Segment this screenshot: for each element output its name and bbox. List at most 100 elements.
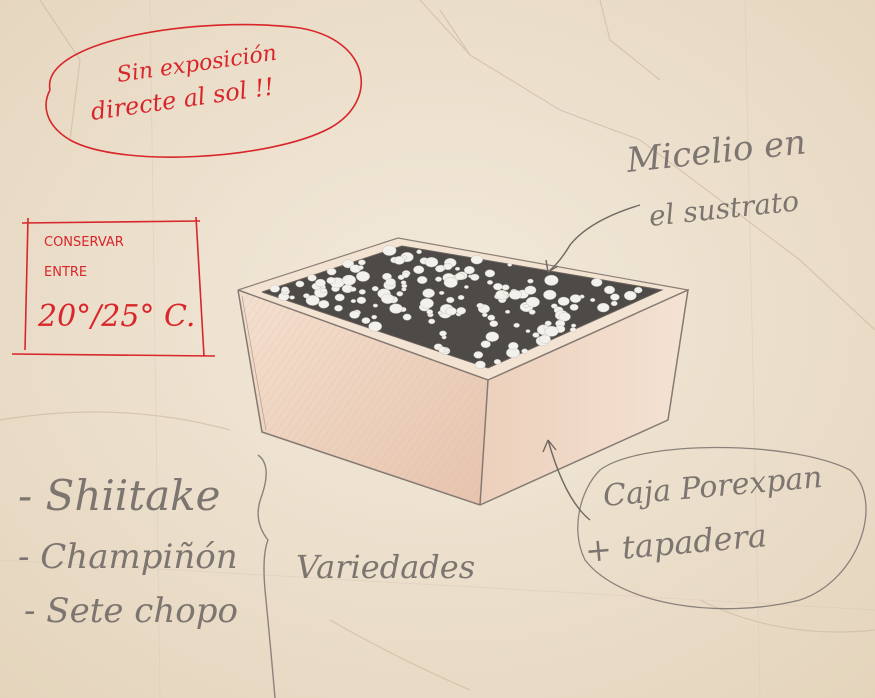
spawn-granule — [428, 318, 436, 325]
temperature-line1: CONSERVAR — [44, 235, 124, 250]
spawn-granule — [457, 295, 465, 301]
spawn-granule — [610, 293, 620, 301]
spawn-granule — [569, 327, 577, 333]
spawn-granule — [334, 304, 343, 312]
polystyrene-box — [237, 237, 689, 506]
spawn-granule — [532, 332, 540, 338]
spawn-granule — [371, 286, 379, 292]
spawn-granule — [419, 298, 434, 309]
spawn-granule — [501, 284, 510, 291]
spawn-granule — [528, 309, 536, 315]
spawn-granule — [371, 314, 378, 320]
spawn-granule — [591, 278, 603, 287]
spawn-granule — [481, 312, 488, 318]
spawn-granule — [402, 313, 412, 321]
spawn-granule — [400, 280, 407, 285]
spawn-granule — [356, 296, 367, 304]
spawn-granule — [521, 348, 529, 354]
spawn-granule — [487, 280, 494, 285]
spawn-granule — [269, 284, 280, 293]
spawn-granule — [456, 307, 467, 315]
spawn-granule — [597, 302, 610, 313]
variety-item: - Shiitake — [18, 471, 220, 520]
varieties-brace — [257, 454, 276, 698]
spawn-granule — [320, 287, 328, 294]
spawn-granule — [372, 303, 378, 308]
spawn-granule — [493, 359, 502, 365]
spawn-granule — [281, 286, 289, 293]
spawn-granule — [470, 255, 483, 265]
spawn-granule — [439, 290, 445, 295]
spawn-granule — [435, 265, 445, 273]
spawn-granule — [480, 340, 491, 349]
spawn-granule — [439, 330, 447, 337]
spawn-granule — [487, 314, 496, 321]
spawn-granule — [484, 269, 496, 278]
temperature-frame — [11, 216, 216, 357]
spawn-granule — [426, 309, 434, 315]
temperature-line2: ENTRE — [44, 265, 87, 280]
spawn-granule — [508, 342, 519, 351]
spawn-granule — [289, 295, 295, 300]
spawn-granule — [424, 257, 439, 268]
temperature-note: CONSERVAR ENTRE 20°/25° C. — [11, 216, 216, 357]
spawn-granule — [342, 259, 355, 269]
spawn-granule — [470, 273, 480, 281]
spawn-granule — [382, 245, 397, 256]
spawn-granule — [544, 274, 559, 286]
spawn-granule — [544, 325, 559, 337]
box-label-oval — [577, 446, 867, 610]
spawn-granule — [295, 280, 305, 288]
spawn-granule — [590, 298, 596, 303]
spawn-granule — [508, 289, 522, 300]
spawn-granule — [350, 299, 357, 304]
spawn-granule — [464, 285, 469, 289]
variety-item: - Champiñón — [18, 537, 238, 577]
spawn-granule — [513, 322, 520, 328]
spawn-granule — [463, 266, 475, 275]
spawn-granule — [476, 302, 484, 309]
spawn-granule — [356, 271, 370, 282]
spawn-granule — [569, 294, 582, 303]
spawn-granule — [503, 291, 509, 296]
spawn-granule — [558, 312, 571, 322]
spawn-granule — [342, 274, 357, 286]
spawn-granule — [396, 291, 404, 297]
spawn-granule — [624, 290, 637, 301]
spawn-granule — [350, 286, 357, 292]
spawn-granule — [389, 303, 403, 314]
variety-item: - Sete chopo — [24, 591, 238, 631]
spawn-granule — [349, 310, 360, 319]
spawn-granule — [435, 276, 442, 282]
spawn-granule — [523, 304, 529, 309]
spawn-granule — [368, 321, 383, 332]
spawn-granule — [539, 334, 551, 344]
mycelium-spawn-dots — [269, 245, 643, 369]
box-side-face — [480, 290, 688, 505]
spawn-granule — [361, 317, 371, 324]
mycelium-arrow — [547, 204, 641, 273]
spawn-granule — [507, 262, 513, 267]
spawn-granule — [485, 331, 499, 342]
spawn-granule — [525, 296, 540, 308]
spawn-granule — [334, 293, 345, 302]
spawn-granule — [314, 278, 326, 288]
spawn-granule — [527, 278, 534, 284]
spawn-granule — [557, 296, 570, 306]
spawn-granule — [303, 293, 310, 299]
spawn-granule — [610, 300, 618, 307]
varieties-title: Variedades — [296, 548, 475, 586]
spawn-granule — [455, 266, 461, 271]
spawn-granule — [326, 267, 337, 276]
sun-warning-oval — [45, 23, 363, 158]
spawn-granule — [443, 277, 458, 288]
spawn-granule — [326, 277, 336, 285]
spawn-granule — [446, 296, 455, 304]
spawn-granule — [358, 289, 366, 295]
spawn-granule — [422, 288, 435, 298]
spawn-granule — [604, 285, 616, 295]
spawn-granule — [543, 325, 549, 330]
